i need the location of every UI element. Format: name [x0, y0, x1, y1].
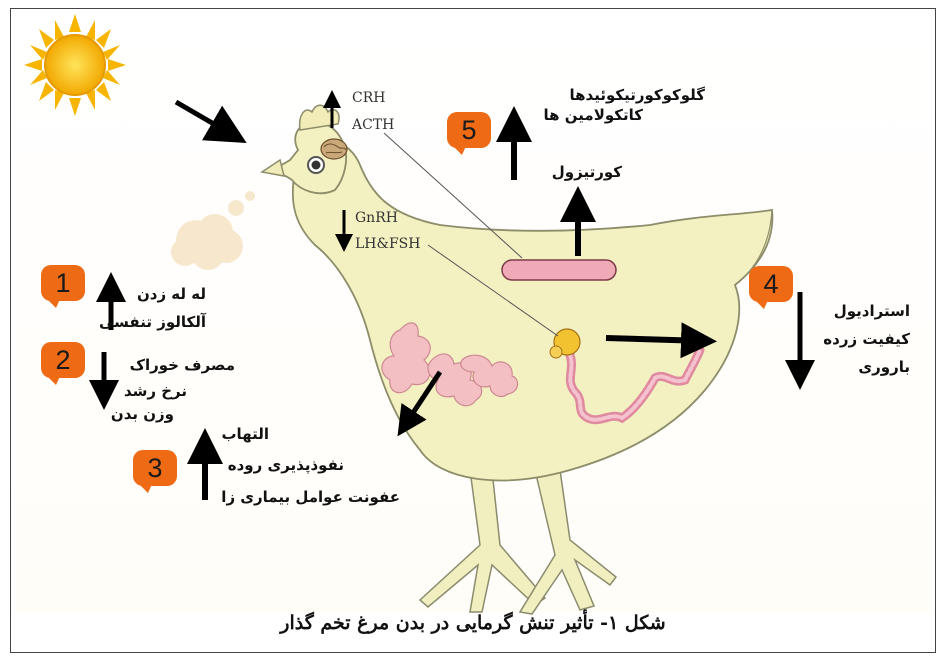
badge-5: 5: [447, 112, 491, 148]
effect1-line2: آلکالوز تنفسی: [99, 313, 206, 331]
effect3-line1: التهاب: [221, 425, 269, 443]
brain-icon: [321, 139, 347, 159]
badge-4: 4: [749, 266, 793, 302]
effect2-line2: نرخ رشد: [124, 382, 187, 400]
effect4-line2: کیفیت زرده: [823, 330, 910, 348]
reproduction-arrow: [606, 338, 705, 341]
label-acth: ACTH: [352, 117, 394, 133]
label-gnrh: GnRH: [355, 210, 398, 226]
effect2-line1: مصرف خوراک: [130, 356, 235, 374]
breath-cloud-icon: [171, 191, 255, 270]
effect2-line3: وزن بدن: [111, 405, 174, 423]
heat-arrow: [176, 102, 238, 138]
effect3-line3: عفونت عوامل بیماری زا: [221, 488, 400, 506]
label-crh: CRH: [352, 90, 385, 106]
figure-caption: شکل ۱- تأثیر تنش گرمایی در بدن مرغ تخم گ…: [10, 612, 936, 634]
adrenal-gland-icon: [502, 260, 616, 280]
effect5-line2: کاتکولامین ها: [544, 106, 643, 124]
label-lhfsh: LH&FSH: [355, 236, 420, 252]
sun-icon: [24, 14, 126, 116]
effect4-line1: استرادیول: [834, 302, 910, 320]
badge-1: 1: [41, 265, 85, 301]
badge-3: 3: [133, 450, 177, 486]
badge-2: 2: [41, 342, 85, 378]
effect5-line1: گلوکوکورتیکوئیدها: [570, 86, 705, 104]
effect1-line1: له له زدن: [137, 285, 206, 303]
effect3-line2: نفوذپذیری روده: [228, 456, 344, 474]
effect4-line3: باروری: [858, 358, 910, 376]
hen-illustration: [262, 105, 772, 614]
effect5-line3: کورتیزول: [552, 163, 622, 181]
